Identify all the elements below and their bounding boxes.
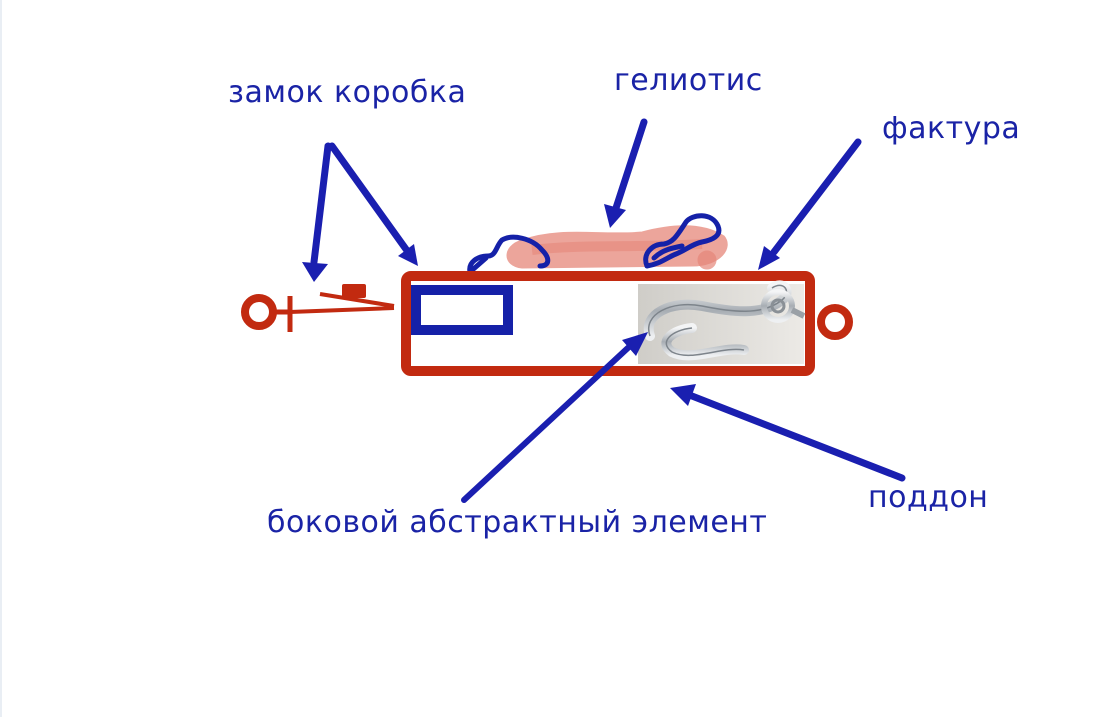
label-side-element: боковой абстрактный элемент xyxy=(267,505,768,540)
label-heliotis: гелиотис xyxy=(614,63,763,98)
ring-icon xyxy=(817,304,853,340)
label-texture: фактура xyxy=(882,111,1021,146)
lock-pin xyxy=(289,284,395,314)
label-tray: поддон xyxy=(868,480,989,515)
arrow-texture xyxy=(758,138,862,270)
ring-icon xyxy=(241,294,293,332)
arrow-heliotis xyxy=(604,118,648,228)
arrow-tray xyxy=(670,384,906,482)
arrow-lock-left xyxy=(302,142,332,282)
arrow-lock-right xyxy=(328,142,418,266)
hook-clasp-icon xyxy=(638,280,806,364)
arrows xyxy=(302,118,906,503)
arrow-side-element xyxy=(461,332,648,503)
heliotis-outline xyxy=(467,213,722,275)
lock-rectangle xyxy=(411,285,513,335)
label-lock-box: замок коробка xyxy=(228,75,467,110)
